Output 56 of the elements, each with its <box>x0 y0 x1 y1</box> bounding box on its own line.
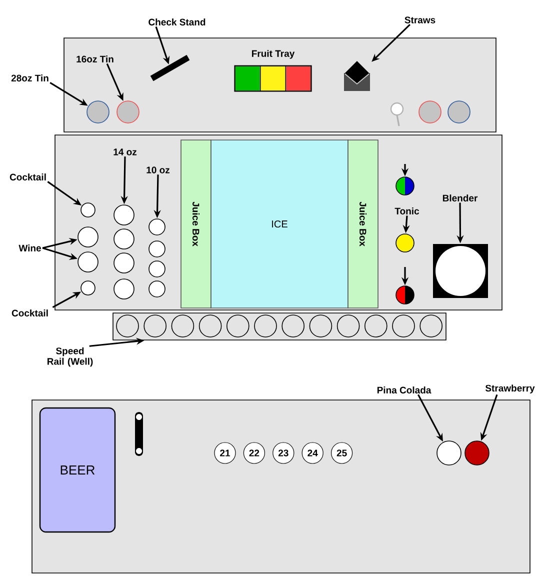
blender-jar-circle <box>464 440 490 466</box>
bottle-slot <box>144 314 166 338</box>
fruit-tray: Fruit Tray <box>234 50 312 92</box>
glass-circle <box>114 252 134 274</box>
label-text: 16oz Tin <box>76 56 114 62</box>
glass-circle <box>148 280 166 298</box>
glass-circle <box>148 260 166 278</box>
juice-box: Juice Box <box>180 140 212 308</box>
label-text: 10 oz <box>146 166 170 174</box>
soda-gun-button <box>396 234 414 252</box>
check-stand-bar <box>150 54 190 82</box>
bottle-slot <box>282 314 304 338</box>
blender-drawing <box>433 244 488 298</box>
tin-circle <box>116 100 140 124</box>
glass-circle <box>80 202 96 218</box>
label-text: Strawberry <box>485 384 535 394</box>
glass-circle <box>148 240 166 258</box>
label-text: Blender <box>442 194 478 202</box>
tin-circle <box>86 100 110 124</box>
label-text: Speed Rail (Well) <box>48 347 93 367</box>
straw-holder-drawing <box>344 61 370 91</box>
label-text: Cocktail <box>12 310 48 316</box>
bottle-slot <box>336 314 360 338</box>
label-text: Wine <box>18 244 41 252</box>
glass-circle <box>80 280 96 296</box>
ice-bin: ICE <box>210 140 348 308</box>
blender-jar-circle <box>436 440 462 466</box>
label-text: Pina Colada <box>377 386 432 394</box>
tin-circle <box>418 100 442 124</box>
bottle-slot <box>364 314 388 338</box>
node-label: Fruit Tray <box>252 50 295 59</box>
glass-circle <box>148 218 166 236</box>
bottle-slot <box>116 314 139 338</box>
bottle-slot <box>420 314 442 338</box>
soda-gun-button <box>396 286 414 304</box>
tin-circle <box>448 100 470 124</box>
bottle-slot <box>226 314 250 338</box>
label-text: Tonic <box>394 208 420 214</box>
soda-gun-button <box>396 176 414 196</box>
bottle-slot <box>171 314 194 338</box>
label-text: Straws <box>404 16 436 24</box>
glass-circle <box>78 226 98 248</box>
bottle-slot <box>254 314 277 338</box>
label-text: Cocktail <box>10 174 46 180</box>
glass-circle <box>114 278 134 300</box>
beer-cooler: BEER <box>39 407 116 533</box>
label-text: 14 oz <box>114 148 137 156</box>
label-text: Check Stand <box>148 18 206 26</box>
bottle-slot <box>309 314 332 338</box>
bottle-slot <box>392 314 415 338</box>
juice-box: Juice Box <box>348 140 378 308</box>
glass-circle <box>114 204 134 226</box>
bottle-slot <box>198 314 222 338</box>
glass-circle <box>78 252 98 272</box>
label-text: 28oz Tin <box>11 74 48 82</box>
glass-circle <box>114 228 134 250</box>
